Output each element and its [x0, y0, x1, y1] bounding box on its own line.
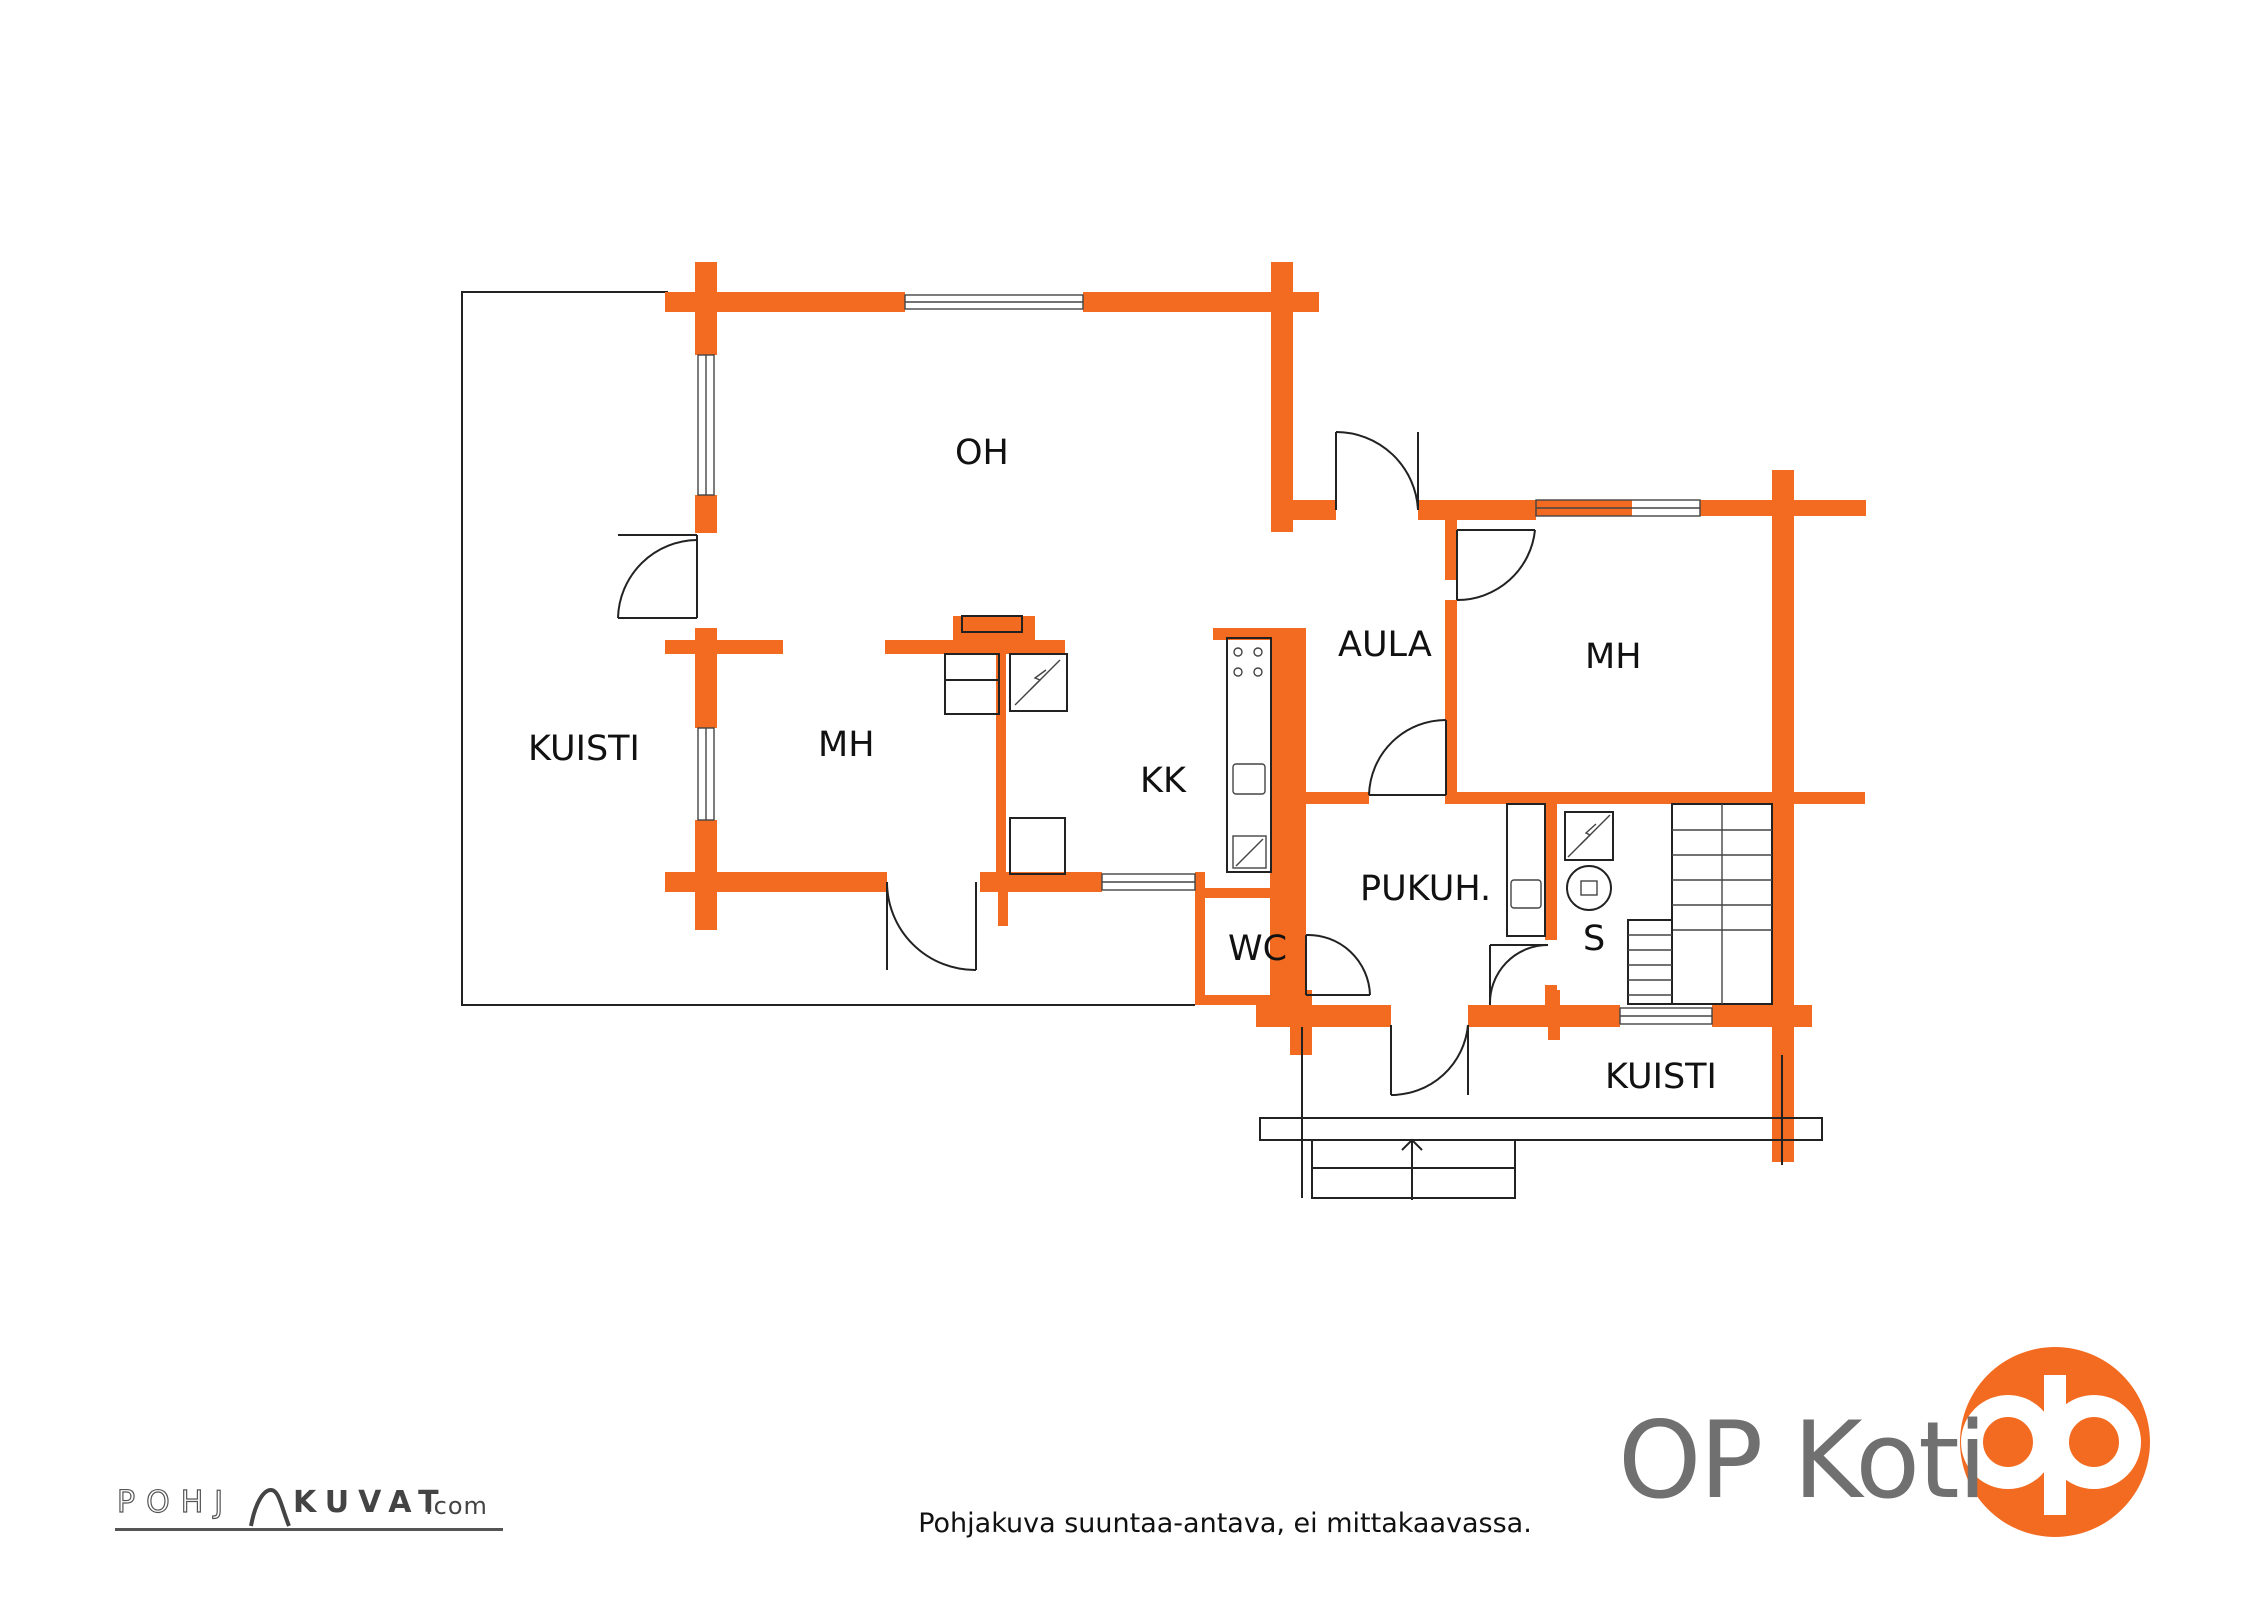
disclaimer: Pohjakuva suuntaa-antava, ei mittakaavas… [918, 1508, 1532, 1539]
room-label-kuisti-bottom: KUISTI [1605, 1057, 1717, 1097]
room-label-aula: AULA [1338, 625, 1432, 665]
room-label-mh-left: MH [818, 725, 875, 765]
pohjakuvat-logo-part3: .com [425, 1492, 488, 1520]
room-labels: OH MH KUISTI KK AULA MH PUKUH. WC S KUIS… [528, 433, 1717, 1097]
room-label-kuisti-left: KUISTI [528, 729, 640, 769]
walls [665, 262, 1866, 1162]
room-label-kk: KK [1140, 761, 1187, 801]
op-logo [1960, 1347, 2150, 1537]
room-label-mh-right: MH [1585, 637, 1642, 677]
pohjakuvat-a-mark [249, 1487, 291, 1527]
brand-name: OP Koti [1618, 1399, 1987, 1522]
pohjakuvat-logo-part1: POHJ [116, 1485, 235, 1520]
pohjakuvat-logo-part2: KUVAT [293, 1485, 448, 1520]
fixtures [944, 615, 1773, 1005]
windows [697, 294, 1713, 1025]
pohjakuvat-underline [115, 1528, 503, 1531]
room-label-oh: OH [955, 433, 1009, 473]
room-label-wc: WC [1228, 929, 1287, 969]
room-label-pukuh: PUKUH. [1360, 869, 1491, 909]
doors [617, 430, 1549, 1097]
bottom-porch [1259, 1027, 1823, 1200]
room-label-s: S [1583, 919, 1605, 959]
pohjakuvat-logo: POHJ KUVAT .com [115, 1485, 515, 1538]
porch-left-outline [461, 291, 1195, 1006]
